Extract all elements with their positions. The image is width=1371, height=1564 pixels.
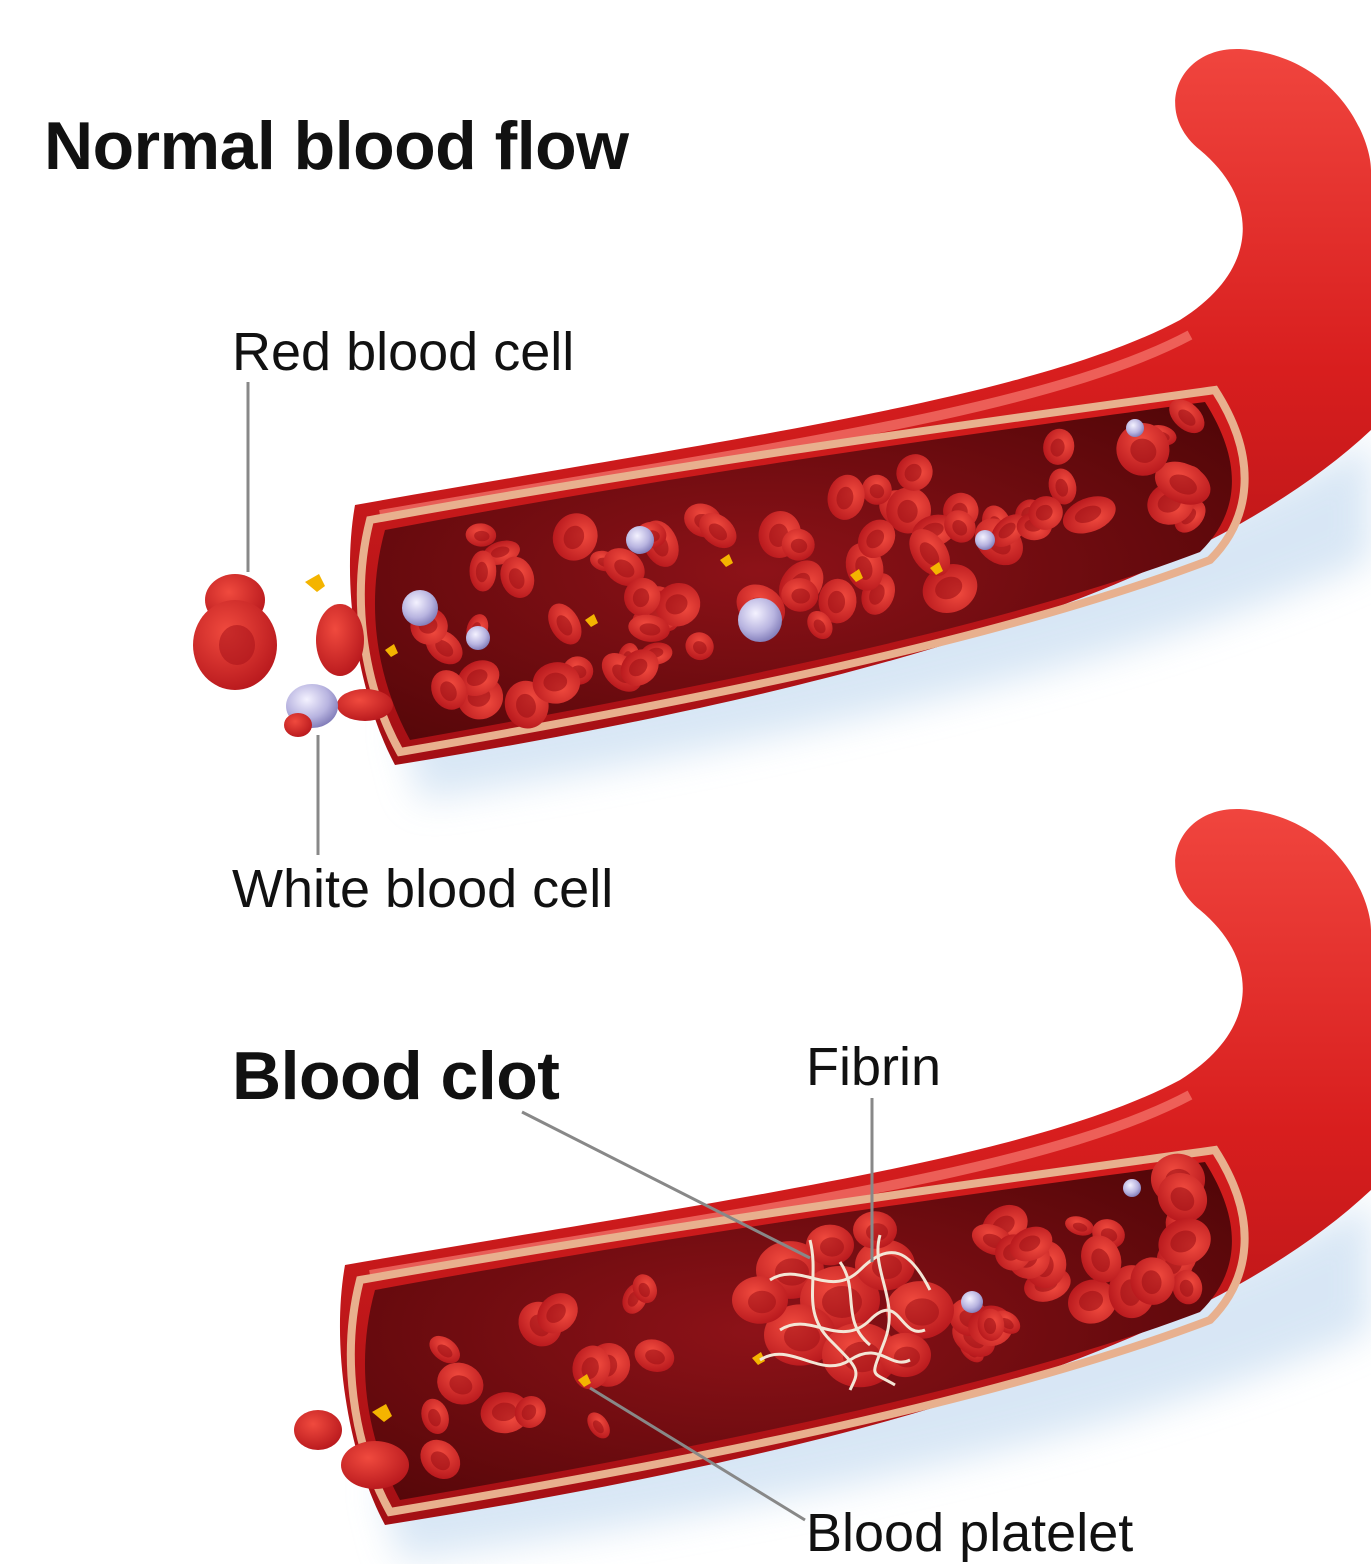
vessel-clot bbox=[294, 809, 1371, 1560]
label-red-blood-cell: Red blood cell bbox=[232, 325, 574, 379]
white-blood-cell bbox=[1123, 1179, 1141, 1197]
label-white-blood-cell: White blood cell bbox=[232, 862, 613, 916]
white-blood-cell bbox=[738, 598, 782, 642]
white-blood-cell bbox=[975, 530, 995, 550]
red-blood-cell bbox=[470, 551, 497, 592]
clotted-red-blood-cell bbox=[732, 1276, 788, 1324]
white-blood-cell bbox=[626, 526, 654, 554]
label-fibrin: Fibrin bbox=[806, 1040, 941, 1094]
label-blood-platelet: Blood platelet bbox=[806, 1506, 1133, 1560]
white-blood-cell bbox=[1126, 419, 1144, 437]
white-blood-cell bbox=[466, 626, 490, 650]
title-normal-blood-flow: Normal blood flow bbox=[44, 112, 629, 180]
white-blood-cell bbox=[961, 1291, 983, 1313]
title-blood-clot: Blood clot bbox=[232, 1042, 559, 1110]
clotted-red-blood-cell bbox=[853, 1211, 897, 1248]
white-blood-cell bbox=[402, 590, 438, 626]
clotted-red-blood-cell bbox=[879, 1333, 931, 1377]
